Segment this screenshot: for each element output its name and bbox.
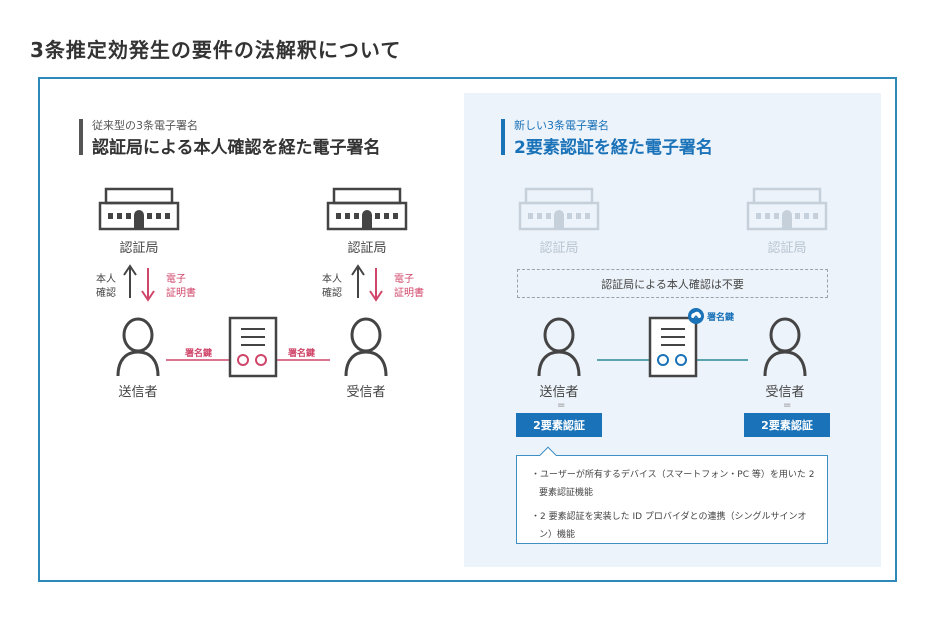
- left-title: 認証局による本人確認を経た電子署名: [92, 138, 381, 158]
- sender-person-icon: [537, 317, 581, 378]
- document-icon: [228, 316, 278, 378]
- right-section-bar: [501, 119, 505, 155]
- two-factor-tag-sender: 2要素認証: [516, 413, 602, 437]
- receiver-person-icon: [344, 317, 388, 378]
- identity-check-label-1: 本人: [96, 274, 116, 285]
- sender-label: 送信者: [539, 385, 579, 400]
- building-icon: [746, 187, 828, 231]
- identity-check-label-1: 本人: [322, 274, 342, 285]
- cloud-key-icon: [688, 308, 704, 324]
- cloud-key-label: 署名鍵: [707, 313, 735, 323]
- identity-check-label-2: 確認: [96, 288, 116, 299]
- arrow-up-icon: [123, 264, 137, 298]
- signing-key-tag: 署名鍵: [182, 346, 216, 359]
- sender-person-icon: [116, 317, 160, 378]
- arrow-up-icon: [351, 264, 365, 298]
- ca-right-label: 認証局: [347, 241, 387, 256]
- right-subtitle: 新しい3条電子署名: [514, 119, 609, 132]
- diagram-frame: [38, 77, 897, 582]
- note-item-text: ユーザーが所有するデバイス（スマートフォン・PC 等）を用いた 2 要素認証機能: [539, 470, 815, 498]
- sender-label: 送信者: [118, 385, 158, 400]
- equals-sign: =: [557, 400, 566, 411]
- no-ca-needed-text: 認証局による本人確認は不要: [601, 277, 744, 291]
- left-subtitle: 従来型の3条電子署名: [92, 119, 198, 132]
- identity-check-label-2: 確認: [322, 288, 342, 299]
- no-ca-needed-box: 認証局による本人確認は不要: [517, 269, 828, 298]
- certificate-label-2: 証明書: [166, 288, 196, 299]
- ca-left-label-faded: 認証局: [539, 241, 579, 256]
- ca-left-label: 認証局: [119, 241, 159, 256]
- two-factor-tag-receiver: 2要素認証: [744, 413, 830, 437]
- right-title: 2要素認証を経た電子署名: [514, 138, 713, 158]
- note-item: ・2 要素認証を実装した ID プロバイダとの連携（シングルサインオン）機能: [531, 512, 807, 540]
- equals-sign: =: [783, 400, 792, 411]
- building-icon: [98, 187, 180, 231]
- building-icon: [326, 187, 408, 231]
- note-item-text: 2 要素認証を実装した ID プロバイダとの連携（シングルサインオン）機能: [539, 512, 807, 540]
- receiver-label: 受信者: [765, 385, 805, 400]
- ca-right-label-faded: 認証局: [767, 241, 807, 256]
- two-factor-tag-text: 2要素認証: [761, 419, 813, 432]
- receiver-label: 受信者: [346, 385, 386, 400]
- arrow-down-icon: [369, 268, 383, 302]
- certificate-label-1: 電子: [394, 274, 414, 285]
- two-factor-tag-text: 2要素認証: [533, 419, 585, 432]
- two-factor-notes-box: ・ユーザーが所有するデバイス（スマートフォン・PC 等）を用いた 2 要素認証機…: [516, 455, 828, 544]
- left-section-bar: [79, 119, 83, 155]
- document-icon: [648, 316, 698, 378]
- page-title: 3条推定効発生の要件の法解釈について: [30, 38, 402, 62]
- certificate-label-1: 電子: [166, 274, 186, 285]
- signing-key-tag: 署名鍵: [285, 346, 319, 359]
- arrow-down-icon: [141, 268, 155, 302]
- note-item: ・ユーザーが所有するデバイス（スマートフォン・PC 等）を用いた 2 要素認証機…: [531, 470, 815, 498]
- certificate-label-2: 証明書: [394, 288, 424, 299]
- receiver-person-icon: [763, 317, 807, 378]
- building-icon: [518, 187, 600, 231]
